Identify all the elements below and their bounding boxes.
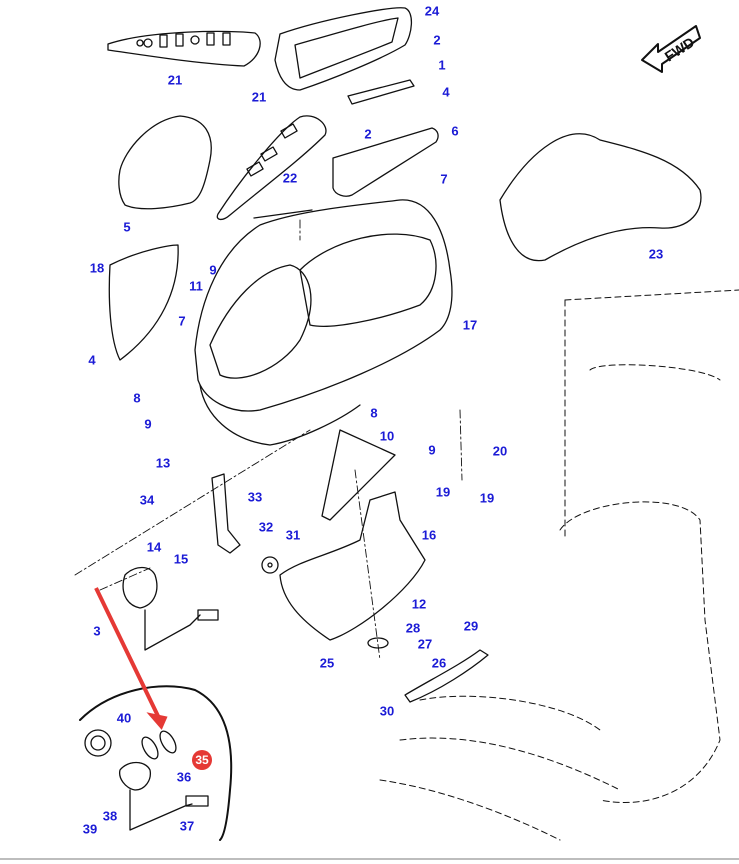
part-callout: 17 (462, 317, 478, 333)
part-callout: 3 (93, 623, 101, 639)
part-callout: 24 (424, 3, 440, 19)
harness-23 (499, 133, 702, 262)
part-callout: 33 (247, 489, 263, 505)
bottom-divider (0, 858, 739, 860)
part-callout: 40 (116, 710, 132, 726)
part-callout: 6 (451, 123, 459, 139)
fwd-arrow-icon: FWD (641, 25, 701, 73)
part-callout: 16 (421, 527, 437, 543)
part-callout: 2 (433, 32, 441, 48)
part-callout: 10 (379, 428, 395, 444)
part-callout: 21 (251, 89, 267, 105)
part-callout: 37 (179, 818, 195, 834)
cap-40 (84, 729, 112, 757)
part-callout: 32 (258, 519, 274, 535)
panel-21-top (107, 30, 261, 67)
lever-29 (404, 649, 489, 703)
part-callout: 5 (123, 219, 131, 235)
part-callout: 8 (133, 390, 141, 406)
part-callout: 38 (102, 808, 118, 824)
part-callout: 31 (285, 527, 301, 543)
part-callout: 19 (479, 490, 495, 506)
bracket-16 (279, 491, 426, 641)
highlight-arrow (94, 587, 168, 730)
washer-31 (261, 556, 279, 574)
part-callout: 8 (370, 405, 378, 421)
part-callout: 21 (167, 72, 183, 88)
part-callout: 34 (139, 492, 155, 508)
knob-3 (122, 566, 158, 609)
part-callout: 9 (144, 416, 152, 432)
part-callout: 11 (189, 278, 203, 294)
switch-strip-1 (347, 79, 415, 105)
part-callout: 22 (282, 170, 298, 186)
part-callout: 13 (155, 455, 171, 471)
part-callout: 4 (442, 84, 450, 100)
part-callout: 30 (379, 703, 395, 719)
part-callout: 25 (319, 655, 335, 671)
part-callout: 2 (364, 126, 372, 142)
part-callout: 19 (435, 484, 451, 500)
part-callout: 7 (178, 313, 186, 329)
part-callout: 28 (405, 620, 421, 636)
part-callout: 9 (209, 262, 217, 278)
part-callout: 27 (417, 636, 433, 652)
housing-17 (194, 199, 453, 412)
part-callout: 9 (428, 442, 436, 458)
part-callout: 15 (173, 551, 189, 567)
plate-6 (332, 127, 439, 197)
forward-direction-indicator: FWD (640, 16, 710, 76)
plate-10 (321, 429, 396, 521)
part-callout: 20 (492, 443, 508, 459)
highlighted-part-callout: 35 (192, 750, 212, 770)
part-callout: 23 (648, 246, 664, 262)
part-callout: 1 (438, 57, 446, 73)
part-callout: 12 (411, 596, 427, 612)
part-callout: 4 (88, 352, 96, 368)
detail-circle (79, 685, 233, 841)
part-callout: 14 (146, 539, 162, 555)
pad-18 (108, 244, 179, 361)
bracket-33 (211, 473, 241, 554)
panel-21-mid (216, 115, 327, 221)
part-callout: 29 (463, 618, 479, 634)
part-callout: 26 (431, 655, 447, 671)
part-callout: 36 (176, 769, 192, 785)
part-callout: 18 (89, 260, 105, 276)
bezel-24 (274, 7, 413, 91)
part-callout: 7 (440, 171, 448, 187)
part-callout: 39 (82, 821, 98, 837)
cover-5 (118, 115, 212, 210)
